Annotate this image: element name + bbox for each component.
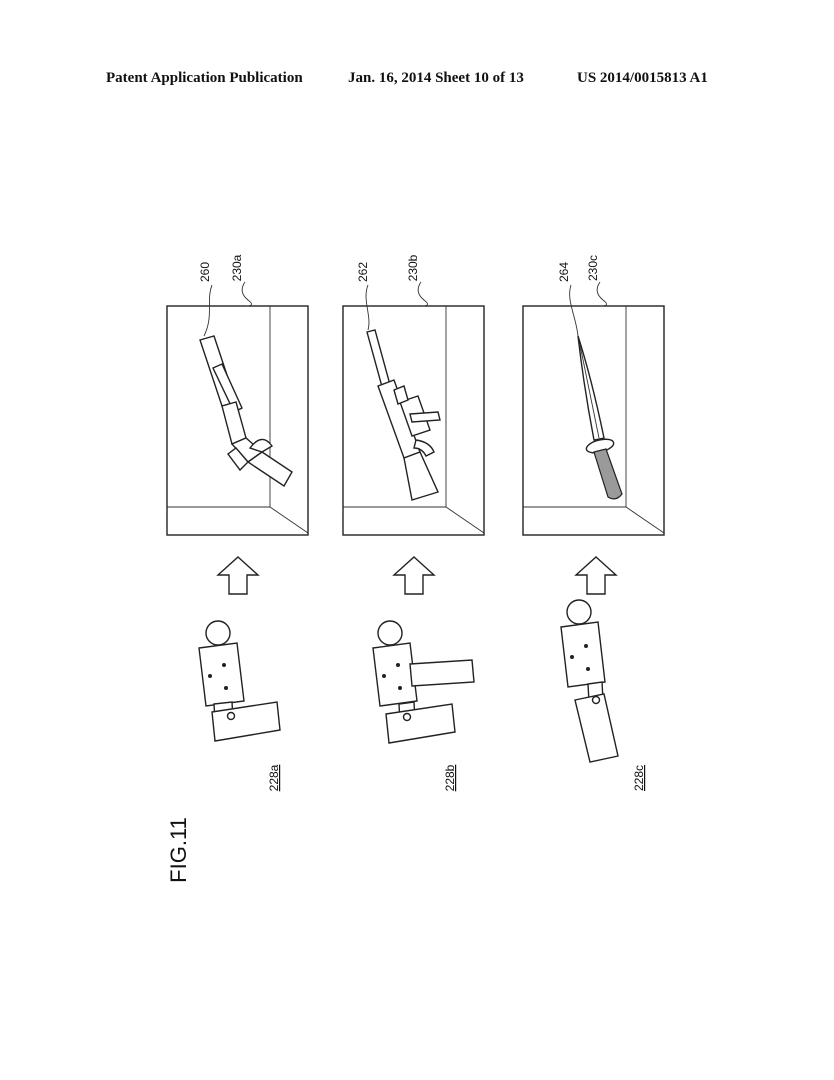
- label-230b: 230b: [406, 254, 420, 281]
- label-260: 260: [198, 262, 212, 282]
- leader-230c: [596, 281, 607, 307]
- label-228b: 228b: [443, 764, 457, 791]
- shotgun-object-260: [199, 335, 293, 487]
- label-230c: 230c: [586, 255, 600, 281]
- arrow-up-b-icon: [392, 556, 436, 595]
- display-screen-c: [522, 305, 665, 536]
- leader-262: [365, 284, 370, 331]
- leader-260: [203, 284, 213, 337]
- label-262: 262: [356, 262, 370, 282]
- panel-a: 260 230a 228a: [166, 254, 309, 791]
- arrow-up-a-icon: [216, 556, 260, 595]
- leader-264: [569, 284, 579, 337]
- panel-c: 264 230c 228c: [522, 255, 665, 791]
- arrow-up-c-icon: [574, 556, 618, 595]
- panel-b: 262 230b 228b: [342, 254, 485, 791]
- publication-title: Patent Application Publication: [106, 70, 303, 86]
- figure-title: FIG.11: [166, 817, 191, 883]
- controller-device-228c: [560, 599, 619, 763]
- date-sheet: Jan. 16, 2014 Sheet 10 of 13: [348, 70, 524, 86]
- publication-number: US 2014/0015813 A1: [577, 70, 708, 86]
- page-header: Patent Application Publication Jan. 16, …: [0, 70, 834, 94]
- label-228c: 228c: [632, 765, 646, 791]
- rifle-object-262: [366, 329, 441, 501]
- sword-object-264: [577, 335, 623, 500]
- leader-230a: [241, 281, 252, 307]
- leader-230b: [417, 281, 428, 307]
- label-264: 264: [557, 262, 571, 282]
- display-screen-a: [166, 305, 309, 536]
- controller-device-228a: [198, 620, 281, 742]
- label-228a: 228a: [267, 764, 281, 791]
- label-230a: 230a: [230, 254, 244, 281]
- controller-device-228b: [372, 620, 475, 744]
- room-floor-edge-c: [523, 506, 665, 534]
- room-floor-edge-a: [167, 506, 309, 534]
- display-screen-b: [342, 305, 485, 536]
- room-floor-edge-b: [343, 506, 485, 534]
